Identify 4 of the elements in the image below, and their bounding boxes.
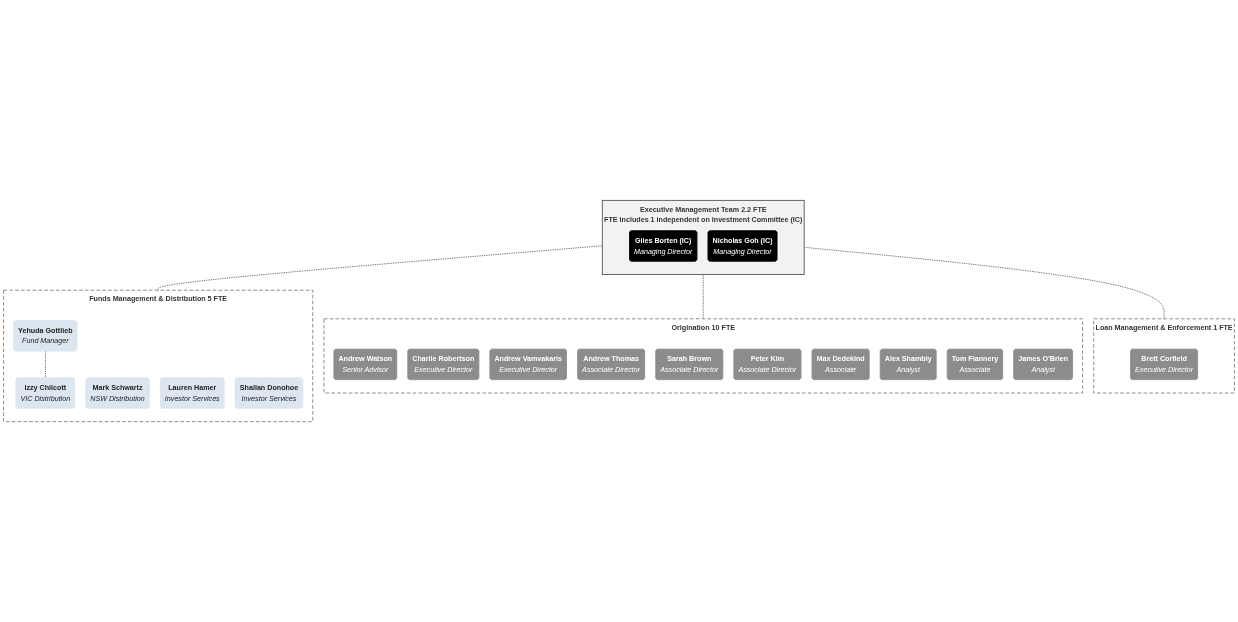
connector bbox=[702, 274, 704, 320]
connector bbox=[157, 245, 603, 291]
connector bbox=[44, 350, 46, 379]
connector bbox=[803, 246, 1165, 320]
